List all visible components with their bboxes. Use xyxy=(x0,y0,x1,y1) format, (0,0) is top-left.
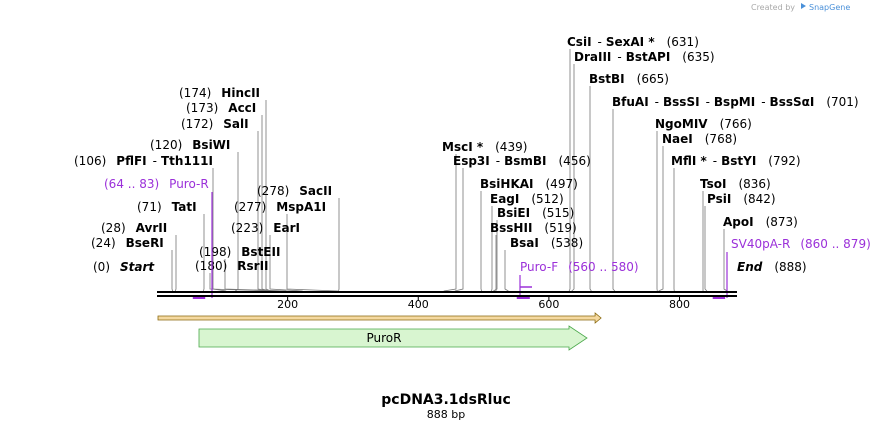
site-labels: (0)Start (24)BseRI(28)AvrII (71)TatI (106)P… xyxy=(74,35,859,274)
site-label[interactable]: (71)TatI xyxy=(137,200,197,214)
site-label[interactable]: (180)RsrII xyxy=(195,259,269,273)
site-label[interactable]: BfuAI-BssSI-BspMI-BssSαI(701) xyxy=(612,95,859,109)
site-line xyxy=(202,214,205,292)
primer-label[interactable]: (64 .. 83)Puro-R xyxy=(104,177,209,191)
feature-label: PuroR xyxy=(367,331,402,345)
site-line xyxy=(269,235,303,292)
site-label[interactable]: BssHII(519) xyxy=(490,221,577,235)
site-label[interactable]: (223)EarI xyxy=(231,221,300,235)
site-line xyxy=(658,146,664,292)
site-label[interactable]: MflI *-BstYI(792) xyxy=(671,154,801,168)
site-label[interactable]: (28)AvrII xyxy=(101,221,167,235)
orf-arrow-shape[interactable] xyxy=(157,312,602,324)
site-label[interactable]: (106)PflFI-Tth111I xyxy=(74,154,213,168)
credit-brand: SnapGene xyxy=(809,3,850,12)
site-label[interactable]: (120)BsiWI xyxy=(150,138,230,152)
plasmid-length: 888 bp xyxy=(427,408,465,421)
site-label[interactable]: (198)BstEII xyxy=(199,245,280,259)
site-line xyxy=(443,154,457,292)
site-label[interactable]: (24)BseRI xyxy=(91,236,164,250)
site-label[interactable]: BsaI(538) xyxy=(510,236,583,250)
site-label[interactable]: EagI(512) xyxy=(490,192,564,206)
orf-arrow xyxy=(157,312,602,324)
plasmid-name: pcDNA3.1dsRluc xyxy=(381,392,511,408)
site-label[interactable]: End(888) xyxy=(737,260,807,274)
primer-label[interactable]: SV40pA-R(860 .. 879) xyxy=(731,237,871,251)
feature-arrow-puror[interactable] xyxy=(198,325,588,351)
site-line xyxy=(454,168,464,292)
site-label[interactable]: NaeI(768) xyxy=(662,132,737,146)
site-lines xyxy=(171,49,728,292)
feature-arrows: PuroR xyxy=(198,325,588,351)
site-line xyxy=(174,235,177,292)
site-label[interactable]: PsiI(842) xyxy=(707,192,776,206)
site-label[interactable]: BsiEI(515) xyxy=(497,206,574,220)
site-label[interactable]: NgoMIV(766) xyxy=(655,117,752,131)
site-line xyxy=(589,86,592,292)
site-label[interactable]: MscI *(439) xyxy=(442,140,527,154)
site-label[interactable]: Esp3I-BsmBI(456) xyxy=(453,154,591,168)
site-label[interactable]: (172)SalI xyxy=(181,117,249,131)
site-line xyxy=(491,206,493,292)
site-line xyxy=(209,273,275,292)
site-line xyxy=(568,49,571,292)
site-line xyxy=(612,109,616,292)
site-line xyxy=(224,259,287,292)
site-label[interactable]: ApoI(873) xyxy=(723,215,798,229)
site-label[interactable]: BstBI(665) xyxy=(589,72,669,86)
site-label[interactable]: (0)Start xyxy=(93,260,155,274)
site-line xyxy=(171,250,174,292)
site-line xyxy=(493,220,498,292)
site-line xyxy=(286,214,338,292)
site-line xyxy=(480,191,482,292)
site-label[interactable]: TsoI(836) xyxy=(700,177,771,191)
site-label[interactable]: BsiHKAI(497) xyxy=(480,177,578,191)
site-label[interactable]: (277)MspA1I xyxy=(234,200,326,214)
primer-label[interactable]: Puro-F(560 .. 580) xyxy=(520,260,639,274)
snapgene-logo-icon xyxy=(801,3,806,9)
ruler-tick-label: 600 xyxy=(538,298,559,311)
site-line xyxy=(704,206,708,292)
backbone xyxy=(157,291,737,297)
site-line xyxy=(723,229,728,292)
site-line xyxy=(571,64,575,292)
site-label[interactable]: (173)AccI xyxy=(186,101,256,115)
ruler-tick-label: 200 xyxy=(277,298,298,311)
site-label[interactable]: CsiI-SexAI *(631) xyxy=(567,35,699,49)
ruler-tick-label: 400 xyxy=(408,298,429,311)
credit-prefix: Created by xyxy=(751,3,795,12)
ruler-tick-label: 800 xyxy=(669,298,690,311)
site-line xyxy=(504,250,509,292)
site-label[interactable]: (174)HincII xyxy=(179,86,260,100)
site-label[interactable]: (278)SacII xyxy=(257,184,332,198)
site-line xyxy=(235,152,239,292)
primers: (64 .. 83)Puro-R Puro-F(560 .. 580) SV40pA… xyxy=(104,177,871,299)
ruler: 200 400 600 800 xyxy=(277,297,690,311)
site-label[interactable]: DraIII-BstAPI(635) xyxy=(574,50,715,64)
